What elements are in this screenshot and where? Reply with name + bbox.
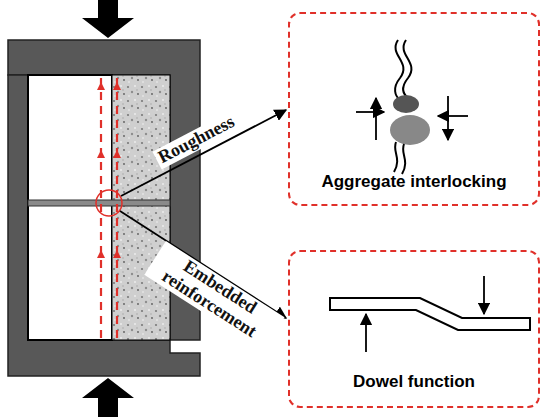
load-arrow [82, 0, 134, 38]
slip-arrows [97, 82, 121, 258]
detail-circle [96, 190, 122, 216]
upper-block [8, 40, 200, 340]
dowel-icon [330, 276, 530, 352]
old-concrete [28, 75, 112, 340]
callout-box: Aggregate interlocking [288, 12, 540, 206]
lower-block [8, 75, 200, 376]
box-label: Dowel function [290, 372, 538, 392]
reinforcement-bar [28, 200, 170, 206]
box-label: Aggregate interlocking [290, 172, 538, 192]
leader-arrow [121, 110, 286, 196]
aggregate-interlock-icon [356, 40, 468, 174]
callout-box: Dowel function [288, 250, 540, 408]
interface-lines [101, 78, 117, 338]
load-arrow [82, 378, 134, 417]
